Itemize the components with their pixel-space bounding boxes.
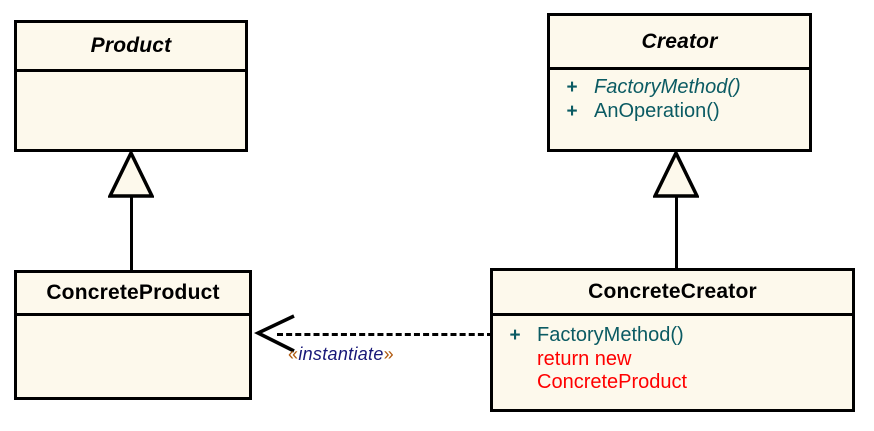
dependency-arrowhead-open xyxy=(254,314,295,353)
class-members-concrete-product xyxy=(17,316,249,397)
member-row: + ConcreteProduct xyxy=(493,371,852,395)
member-name: FactoryMethod() xyxy=(594,76,741,98)
class-box-concrete-creator[interactable]: ConcreteCreator + FactoryMethod() + retu… xyxy=(490,268,855,412)
dependency-stereotype-label: «instantiate» xyxy=(288,344,394,365)
class-name-concrete-product: ConcreteProduct xyxy=(17,273,249,316)
member-row: + AnOperation() xyxy=(550,100,809,124)
class-members-product xyxy=(17,72,245,149)
member-name: AnOperation() xyxy=(594,99,720,122)
member-row: + return new xyxy=(493,348,852,372)
member-name: FactoryMethod() xyxy=(537,324,684,346)
guillemet-open-icon: « xyxy=(288,344,299,364)
member-code-line: return new xyxy=(537,347,632,370)
visibility-marker: + xyxy=(493,372,537,394)
generalization-line-product xyxy=(130,196,133,272)
stereotype-text: instantiate xyxy=(298,344,384,364)
dependency-dashed-line xyxy=(277,333,493,336)
class-box-concrete-product[interactable]: ConcreteProduct xyxy=(14,270,252,400)
member-code-line: ConcreteProduct xyxy=(537,371,688,394)
class-members-concrete-creator: + FactoryMethod() + return new + Concret… xyxy=(493,316,852,409)
class-name-product: Product xyxy=(17,23,245,72)
class-box-product[interactable]: Product xyxy=(14,20,248,152)
visibility-marker: + xyxy=(509,325,521,346)
visibility-marker: + xyxy=(566,77,578,98)
member-row: + FactoryMethod() xyxy=(550,76,809,100)
class-box-creator[interactable]: Creator + FactoryMethod() + AnOperation(… xyxy=(547,13,812,152)
member-row: + FactoryMethod() xyxy=(493,324,852,348)
visibility-marker: + xyxy=(566,100,578,122)
class-name-creator: Creator xyxy=(550,16,809,70)
class-members-creator: + FactoryMethod() + AnOperation() xyxy=(550,70,809,149)
generalization-line-creator xyxy=(675,196,678,270)
guillemet-close-icon: » xyxy=(383,344,394,364)
visibility-marker: + xyxy=(493,349,537,371)
class-name-concrete-creator: ConcreteCreator xyxy=(493,271,852,316)
generalization-arrowhead-product xyxy=(108,151,154,198)
generalization-arrowhead-creator xyxy=(653,151,699,198)
